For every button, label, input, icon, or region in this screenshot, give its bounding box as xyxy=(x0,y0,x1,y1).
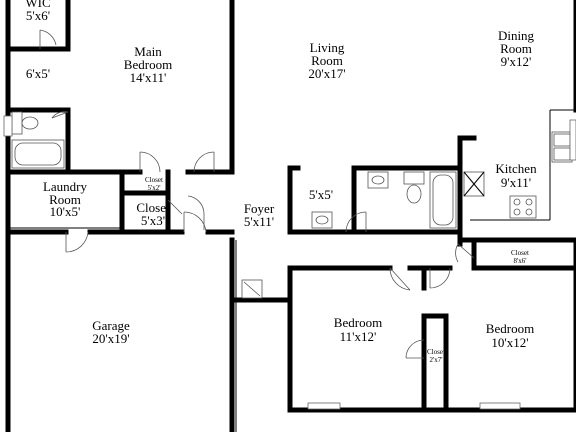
laundry-room-label: Laundry xyxy=(43,179,88,194)
living-room-dims: 20'x17' xyxy=(308,66,345,81)
foyer-label: Foyer xyxy=(244,201,275,216)
closet-kitchen-dims: 8'x6' xyxy=(513,257,526,265)
foyer-dims: 5'x11' xyxy=(244,214,274,229)
toilet xyxy=(11,111,23,135)
bedroom-2-label: Bedroom xyxy=(334,315,382,330)
laundry-room-dims: 10'x5' xyxy=(50,204,81,219)
main-bedroom-dims: 14'x11' xyxy=(130,70,167,85)
bedroom-3-label: Bedroom xyxy=(486,321,534,336)
windows xyxy=(3,115,576,410)
kitchen-dims: 9'x11' xyxy=(501,175,531,190)
bath-dims: 5'x5' xyxy=(309,187,333,202)
partitions xyxy=(8,109,576,432)
closet-bedroom-label: Closet xyxy=(427,348,445,356)
garage-dims: 20'x19' xyxy=(92,331,129,346)
living-room-label-2: Room xyxy=(311,53,343,68)
garage-label: Garage xyxy=(92,318,130,333)
kitchen-label: Kitchen xyxy=(495,161,537,176)
closet-hall-label: Closet xyxy=(136,200,170,215)
dining-room-label-2: Room xyxy=(500,41,532,56)
laundry-room-label-2: Room xyxy=(49,192,81,207)
wic-dims: 5'x6' xyxy=(26,8,50,23)
dining-room-label: Dining xyxy=(498,28,535,43)
stove xyxy=(509,195,537,219)
main-bath-dims: 6'x5' xyxy=(26,66,50,81)
bedroom-2-dims: 11'x12' xyxy=(340,329,377,344)
walls xyxy=(5,0,576,432)
main-bedroom-label-2: Bedroom xyxy=(124,57,172,72)
closet-kitchen-label: Closet xyxy=(511,249,529,257)
main-bedroom-label: Main xyxy=(134,44,162,59)
closet-hall-dims: 5'x3' xyxy=(141,213,165,228)
dining-room-dims: 9'x12' xyxy=(501,54,532,69)
bedroom-3-dims: 10'x12' xyxy=(491,335,528,350)
wic-label: WIC xyxy=(25,0,50,10)
closet-small-dims: 5'x2' xyxy=(147,184,160,192)
living-room-label: Living xyxy=(310,40,345,55)
doors xyxy=(39,29,475,359)
closet-bedroom-dims: 2'x7' xyxy=(429,356,442,364)
fixtures xyxy=(11,111,573,229)
room-labels: WIC 5'x6' Main Bedroom 14'x11' 6'x5' Liv… xyxy=(25,0,537,364)
closet-small-label: Closet xyxy=(145,176,163,184)
